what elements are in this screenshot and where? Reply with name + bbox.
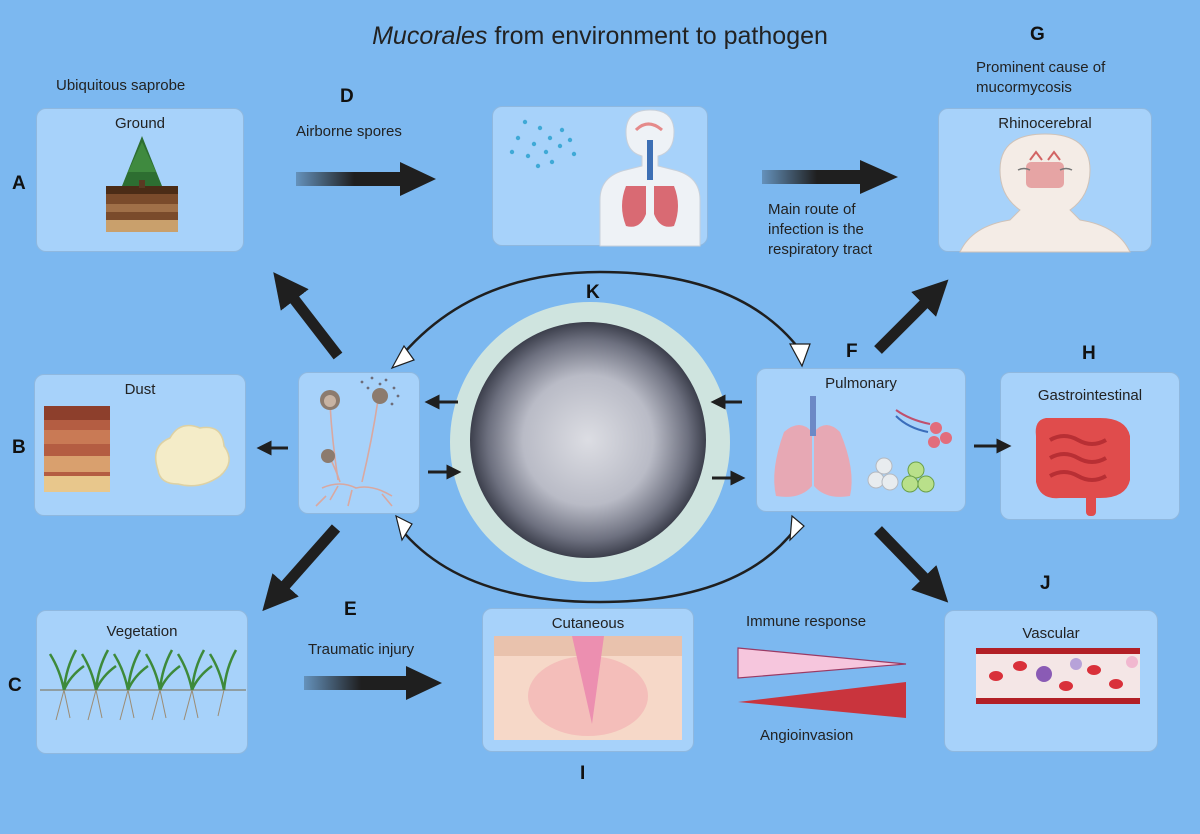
skin-wound-icon [494, 636, 682, 740]
cycle-top-left-arrowhead [390, 344, 415, 370]
diagram-title: Mucorales from environment to pathogen [372, 22, 828, 50]
label-b: B [12, 437, 26, 458]
sporangium-heads-icon [320, 376, 400, 463]
label-a: A [12, 173, 26, 194]
human-respiratory-icon [509, 109, 701, 247]
label-f: F [846, 341, 858, 362]
label-d: D [340, 86, 354, 107]
cycle-top-arc [397, 270, 801, 361]
traumatic-injury-note: Traumatic injury [308, 641, 415, 658]
label-j: J [1040, 573, 1051, 594]
main-route-note: Main route of infection is the respirato… [768, 201, 873, 258]
label-c: C [8, 675, 22, 696]
ubiquitous-saprobe-note: Ubiquitous saprobe [56, 77, 186, 94]
dust-layers-icon [44, 406, 110, 492]
petri-dish-culture-icon [450, 302, 730, 582]
fungus-panel [298, 372, 420, 514]
label-e: E [344, 599, 357, 620]
vascular-label: Vascular [1022, 625, 1080, 642]
label-k: K [586, 282, 600, 303]
lungs-alveoli-icon [774, 396, 952, 497]
airborne-arrow [296, 162, 436, 196]
cycle-top-right-arrowhead [788, 343, 811, 368]
label-g: G [1030, 24, 1045, 45]
to-ground-arrow [273, 272, 343, 360]
cycle-bottom-left-arrowhead [395, 514, 413, 542]
label-h: H [1082, 343, 1096, 364]
grass-plants-icon [40, 649, 246, 721]
dust-label: Dust [124, 381, 156, 398]
rhinocerebral-label: Rhinocerebral [998, 115, 1092, 132]
vegetation-label: Vegetation [106, 623, 178, 640]
respiratory-route-arrow [762, 160, 898, 194]
cycle-bottom-right-arrowhead [789, 514, 805, 542]
blood-vessel-icon [976, 648, 1140, 704]
vegetation-panel: Vegetation [36, 610, 248, 754]
gastrointestinal-label: Gastrointestinal [1037, 387, 1143, 404]
label-i: I [580, 763, 586, 784]
prominent-cause-note: Prominent cause of mucormycosis [976, 59, 1106, 96]
traumatic-injury-arrow [304, 666, 442, 700]
dust-pile-icon [155, 424, 230, 487]
cycle-bottom-arc [399, 527, 797, 604]
pulmonary-label: Pulmonary [825, 375, 897, 392]
ground-label: Ground [114, 115, 166, 132]
intestines-icon [1035, 418, 1130, 516]
to-vegetation-arrow [262, 524, 341, 612]
angioinvasion-wedge [738, 682, 906, 718]
angioinvasion-note: Angioinvasion [760, 727, 854, 744]
to-vascular-arrow [874, 526, 949, 603]
face-sinus-icon [959, 133, 1131, 253]
cutaneous-label: Cutaneous [551, 615, 625, 632]
tree-soil-icon [106, 136, 178, 232]
immune-response-note: Immune response [746, 613, 867, 630]
to-rhinocerebral-arrow [874, 279, 949, 354]
immune-response-wedge [737, 647, 907, 679]
airborne-spores-note: Airborne spores [296, 123, 402, 140]
